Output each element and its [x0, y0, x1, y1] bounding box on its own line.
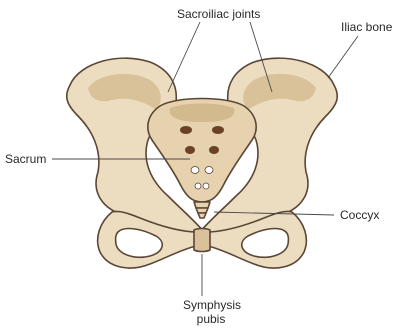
label-sacroiliac-joints: Sacroiliac joints [177, 7, 260, 21]
leader-sacroiliac-left [168, 22, 200, 92]
label-iliac-bone: Iliac bone [341, 20, 392, 34]
coccyx [194, 202, 210, 218]
pelvis-illustration [67, 58, 338, 268]
leader-iliac-bone [328, 36, 358, 78]
label-symphysis-pubis: Symphysis pubis [183, 298, 239, 326]
pubic-symphysis [194, 229, 210, 252]
label-symphysis-line2: pubis [183, 312, 239, 326]
sacral-promontory [170, 104, 235, 123]
label-symphysis-line1: Symphysis [183, 298, 239, 312]
label-sacrum: Sacrum [5, 152, 46, 166]
label-coccyx: Coccyx [340, 208, 379, 222]
